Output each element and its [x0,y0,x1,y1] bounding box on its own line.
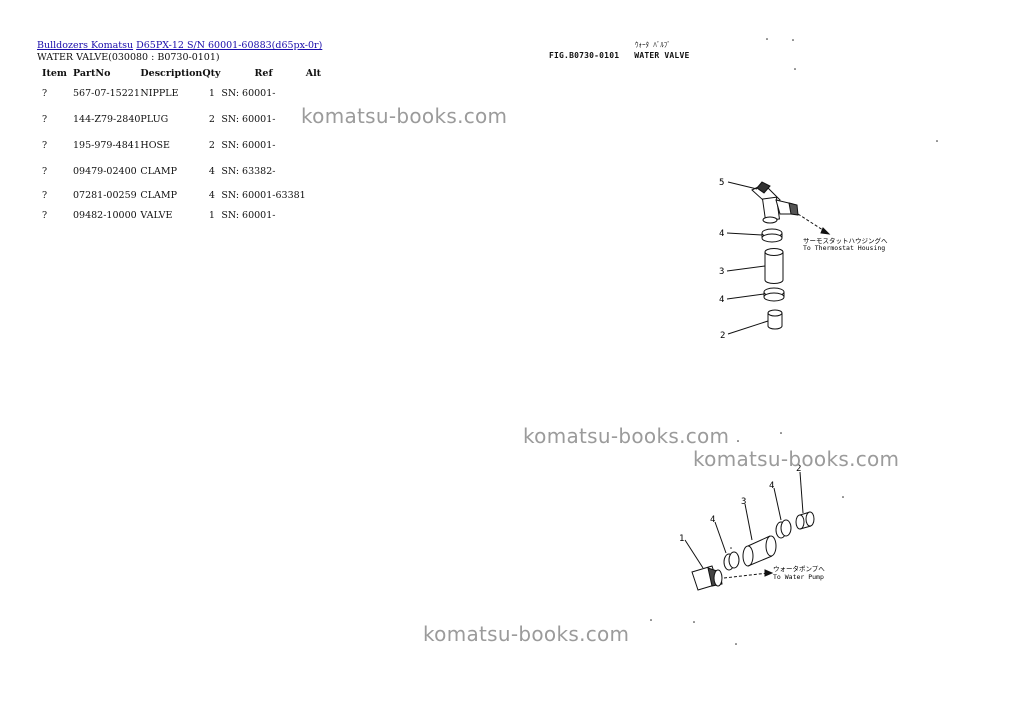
top-assembly [726,181,831,335]
header-description: Description [140,67,203,79]
cell-description: NIPPLE [140,87,179,99]
cell-ref: SN: 60001-63381 [221,189,306,201]
watermark: komatsu-books.com [301,104,508,128]
clamp-part-4-upper [761,228,783,243]
callout-top-4: 4 [719,295,724,305]
cell-partno: 09479-02400 [73,165,137,177]
cell-qty: 1 [208,87,215,99]
clamp-part-4-lower [763,287,785,302]
callout-top-1: 5 [719,178,724,188]
breadcrumb-link-bulldozers[interactable]: Bulldozers Komatsu [37,40,134,51]
note-top-jp: サーモスタットハウジングへ [803,236,888,245]
breadcrumb-link-model[interactable]: D65PX-12 S/N 60001-60883(d65px-0r) [136,40,323,51]
header-qty: Qty [202,67,221,79]
callout-bottom-5: 2 [796,464,801,474]
watermark: komatsu-books.com [693,447,900,471]
figure-code: FIG.B0730-0101 [549,51,620,60]
watermark: komatsu-books.com [423,622,630,646]
cell-item: ? [42,189,48,201]
cell-item: ? [42,139,48,151]
table-row: ? 195-979-4841 HOSE 2 SN: 60001- [36,132,346,158]
cell-ref: SN: 63382- [221,165,276,177]
leader-line-b4a [714,521,727,554]
figure-code-title: FIG.B0730-0101 WATER VALVE [549,51,689,60]
cell-item: ? [42,165,48,177]
cell-description: HOSE [140,139,170,151]
cell-ref: SN: 60001- [221,113,276,125]
nipple-part-1 [691,565,723,591]
clamp-part-4-left [723,551,740,571]
callout-bottom-1: 1 [679,534,684,544]
leader-line-3 [726,265,766,272]
note-bottom-jp: ウォータポンプへ [773,564,825,573]
cell-qty: 1 [208,209,215,221]
cell-qty: 2 [208,139,215,151]
hose-part-3 [764,248,784,284]
leader-line-2 [727,320,769,335]
leader-line-b3 [744,503,753,541]
page-subtitle: WATER VALVE(030080 : B0730-0101) [37,52,220,63]
callout-bottom-2: 4 [710,515,715,525]
header-partno: PartNo [73,67,111,79]
parts-table: Item PartNo Description Qty Ref Alt ? 56… [36,66,346,224]
header-ref: Ref [254,67,273,79]
leader-line-4b [726,293,765,300]
table-row: ? 567-07-15221 NIPPLE 1 SN: 60001- [36,80,346,106]
cell-partno: 144-Z79-2840 [73,113,141,125]
header-alt: Alt [305,67,322,79]
table-row: ? 09482-10000 VALVE 1 SN: 60001- [36,206,346,224]
flow-arrow-top [797,213,827,233]
cell-ref: SN: 60001- [221,87,276,99]
leader-line-b1 [684,539,704,569]
plug-part-2 [767,309,783,330]
cell-partno: 09482-10000 [73,209,137,221]
cell-qty: 4 [208,189,215,201]
cell-qty: 4 [208,165,215,177]
note-bottom-en: To Water Pump [773,573,824,581]
table-row: ? 07281-00259 CLAMP 4 SN: 60001-63381 [36,184,346,206]
callout-top-3: 3 [719,267,724,277]
cell-description: PLUG [140,113,169,125]
breadcrumb: Bulldozers Komatsu D65PX-12 S/N 60001-60… [37,40,322,51]
cell-description: VALVE [140,209,173,221]
cell-partno: 567-07-15221 [73,87,140,99]
callout-bottom-4: 4 [769,481,774,491]
leader-line-5 [727,181,758,190]
cell-qty: 2 [208,113,215,125]
valve-part-5 [751,181,799,224]
cell-partno: 07281-00259 [73,189,137,201]
bottom-assembly [684,471,815,591]
plug-part-2-bottom [795,511,815,530]
hose-part-3-bottom [742,535,777,567]
cell-partno: 195-979-4841 [73,139,140,151]
cell-description: CLAMP [140,189,177,201]
table-row: ? 144-Z79-2840 PLUG 2 SN: 60001- [36,106,346,132]
cell-description: CLAMP [140,165,177,177]
figure-title: WATER VALVE [634,51,690,60]
cell-ref: SN: 60001- [221,209,276,221]
header-item: Item [42,67,67,79]
scan-specks [650,38,938,645]
leader-line-4a [726,232,763,236]
flow-arrow-bottom [723,572,769,579]
cell-ref: SN: 60001- [221,139,276,151]
watermark: komatsu-books.com [523,424,730,448]
cell-item: ? [42,87,48,99]
parts-table-header: Item PartNo Description Qty Ref Alt [36,66,346,80]
cell-item: ? [42,113,48,125]
callout-top-5: 2 [720,331,725,341]
clamp-part-4-right [775,519,792,539]
leader-line-b2 [799,471,804,514]
leader-line-b4b [773,487,782,521]
note-top-en: To Thermostat Housing [803,244,885,252]
callout-bottom-3: 3 [741,497,746,507]
cell-item: ? [42,209,48,221]
figure-japanese-title: ｳｫｰﾀ ﾊﾞﾙﾌﾞ [635,41,671,49]
callout-top-2: 4 [719,229,724,239]
table-row: ? 09479-02400 CLAMP 4 SN: 63382- [36,158,346,184]
